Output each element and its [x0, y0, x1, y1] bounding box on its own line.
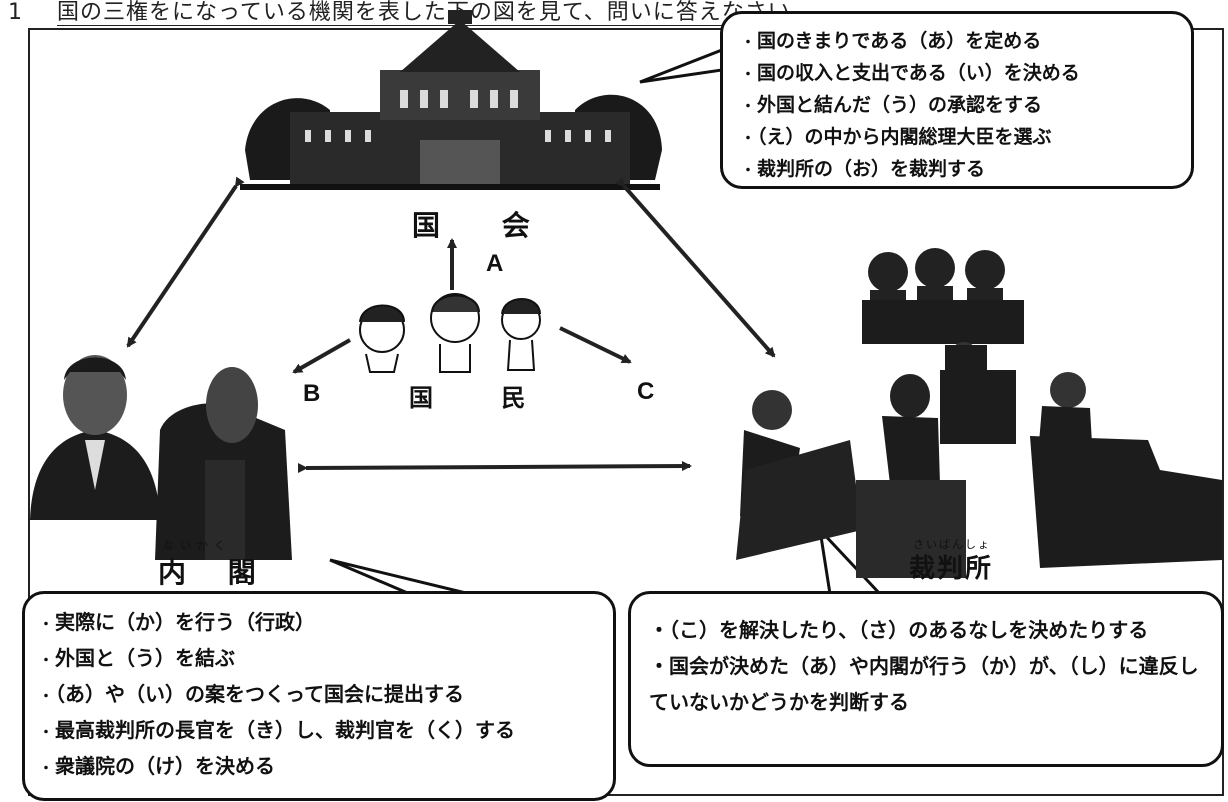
arrow-b-label: B	[303, 380, 321, 407]
kokkai-bubble-item: ・裁判所の（お）を裁判する	[741, 158, 986, 180]
court-bubble-item: ・国会が決めた（あ）や内閣が行う（か）が、（し）に違反していないかどうかを判断す…	[649, 654, 1199, 714]
question-number: 1	[8, 0, 23, 25]
kokkai-bubble-item: ・国のきまりである（あ）を定める	[741, 30, 1042, 52]
kokkai-bubble-item: ・（え）の中から内閣総理大臣を選ぶ	[741, 126, 1052, 148]
arrow-c	[559, 326, 632, 364]
kokkai-bubble-tail	[639, 47, 724, 84]
diet-building-illustration	[240, 10, 662, 190]
diagram-frame	[28, 28, 1224, 796]
naikaku-bubble-tail	[329, 558, 471, 596]
kokkai-label: 国 会	[412, 209, 556, 242]
naikaku-bubble-item: ・衆議院の（け）を決める	[39, 754, 275, 778]
arrow-naikaku-court	[297, 461, 692, 474]
naikaku-bubble-item: ・最高裁判所の長官を（き）し、裁判官を（く）する	[39, 718, 515, 742]
naikaku-bubble-item: ・（あ）や（い）の案をつくって国会に提出する	[39, 682, 464, 706]
question-text: 国の三権をになっている機関を表した下の図を見て、問いに答えなさい。	[57, 0, 814, 26]
arrow-kokkai-naikaku	[126, 176, 245, 348]
court-illustration	[736, 248, 1222, 578]
naikaku-bubble: ・実際に（か）を行う（行政） ・外国と（う）を結ぶ ・（あ）や（い）の案をつくっ…	[22, 591, 616, 801]
arrow-kokkai-court	[614, 176, 776, 358]
question-heading: 1 国の三権をになっている機関を表した下の図を見て、問いに答えなさい。	[8, 0, 814, 26]
arrow-b	[292, 338, 351, 374]
naikaku-bubble-item: ・外国と（う）を結ぶ	[39, 646, 235, 670]
kokumin-label: 国 民	[409, 384, 556, 412]
arrows	[126, 176, 776, 474]
arrow-a-label: A	[486, 250, 504, 277]
court-ruby: さいばんしょ	[913, 538, 991, 551]
kokkai-bubble-item: ・国の収入と支出である（い）を決める	[741, 62, 1080, 84]
kokkai-bubble-item: ・外国と結んだ（う）の承認をする	[741, 94, 1043, 116]
court-bubble-item: ・（こ）を解決したり、（さ）のあるなしを決めたりする	[649, 618, 1149, 642]
cabinet-illustration	[30, 355, 292, 560]
court-label: 裁判所	[909, 554, 994, 584]
arrow-c-label: C	[637, 378, 655, 405]
naikaku-label: 内 閣	[158, 556, 272, 589]
naikaku-bubble-item: ・実際に（か）を行う（行政）	[39, 610, 315, 634]
court-bubble: ・（こ）を解決したり、（さ）のあるなしを決めたりする ・国会が決めた（あ）や内閣…	[628, 591, 1224, 767]
kokkai-bubble: ・国のきまりである（あ）を定める ・国の収入と支出である（い）を決める ・外国と…	[720, 11, 1194, 189]
citizens-illustration	[359, 293, 541, 373]
naikaku-ruby: ないかく	[163, 539, 231, 552]
